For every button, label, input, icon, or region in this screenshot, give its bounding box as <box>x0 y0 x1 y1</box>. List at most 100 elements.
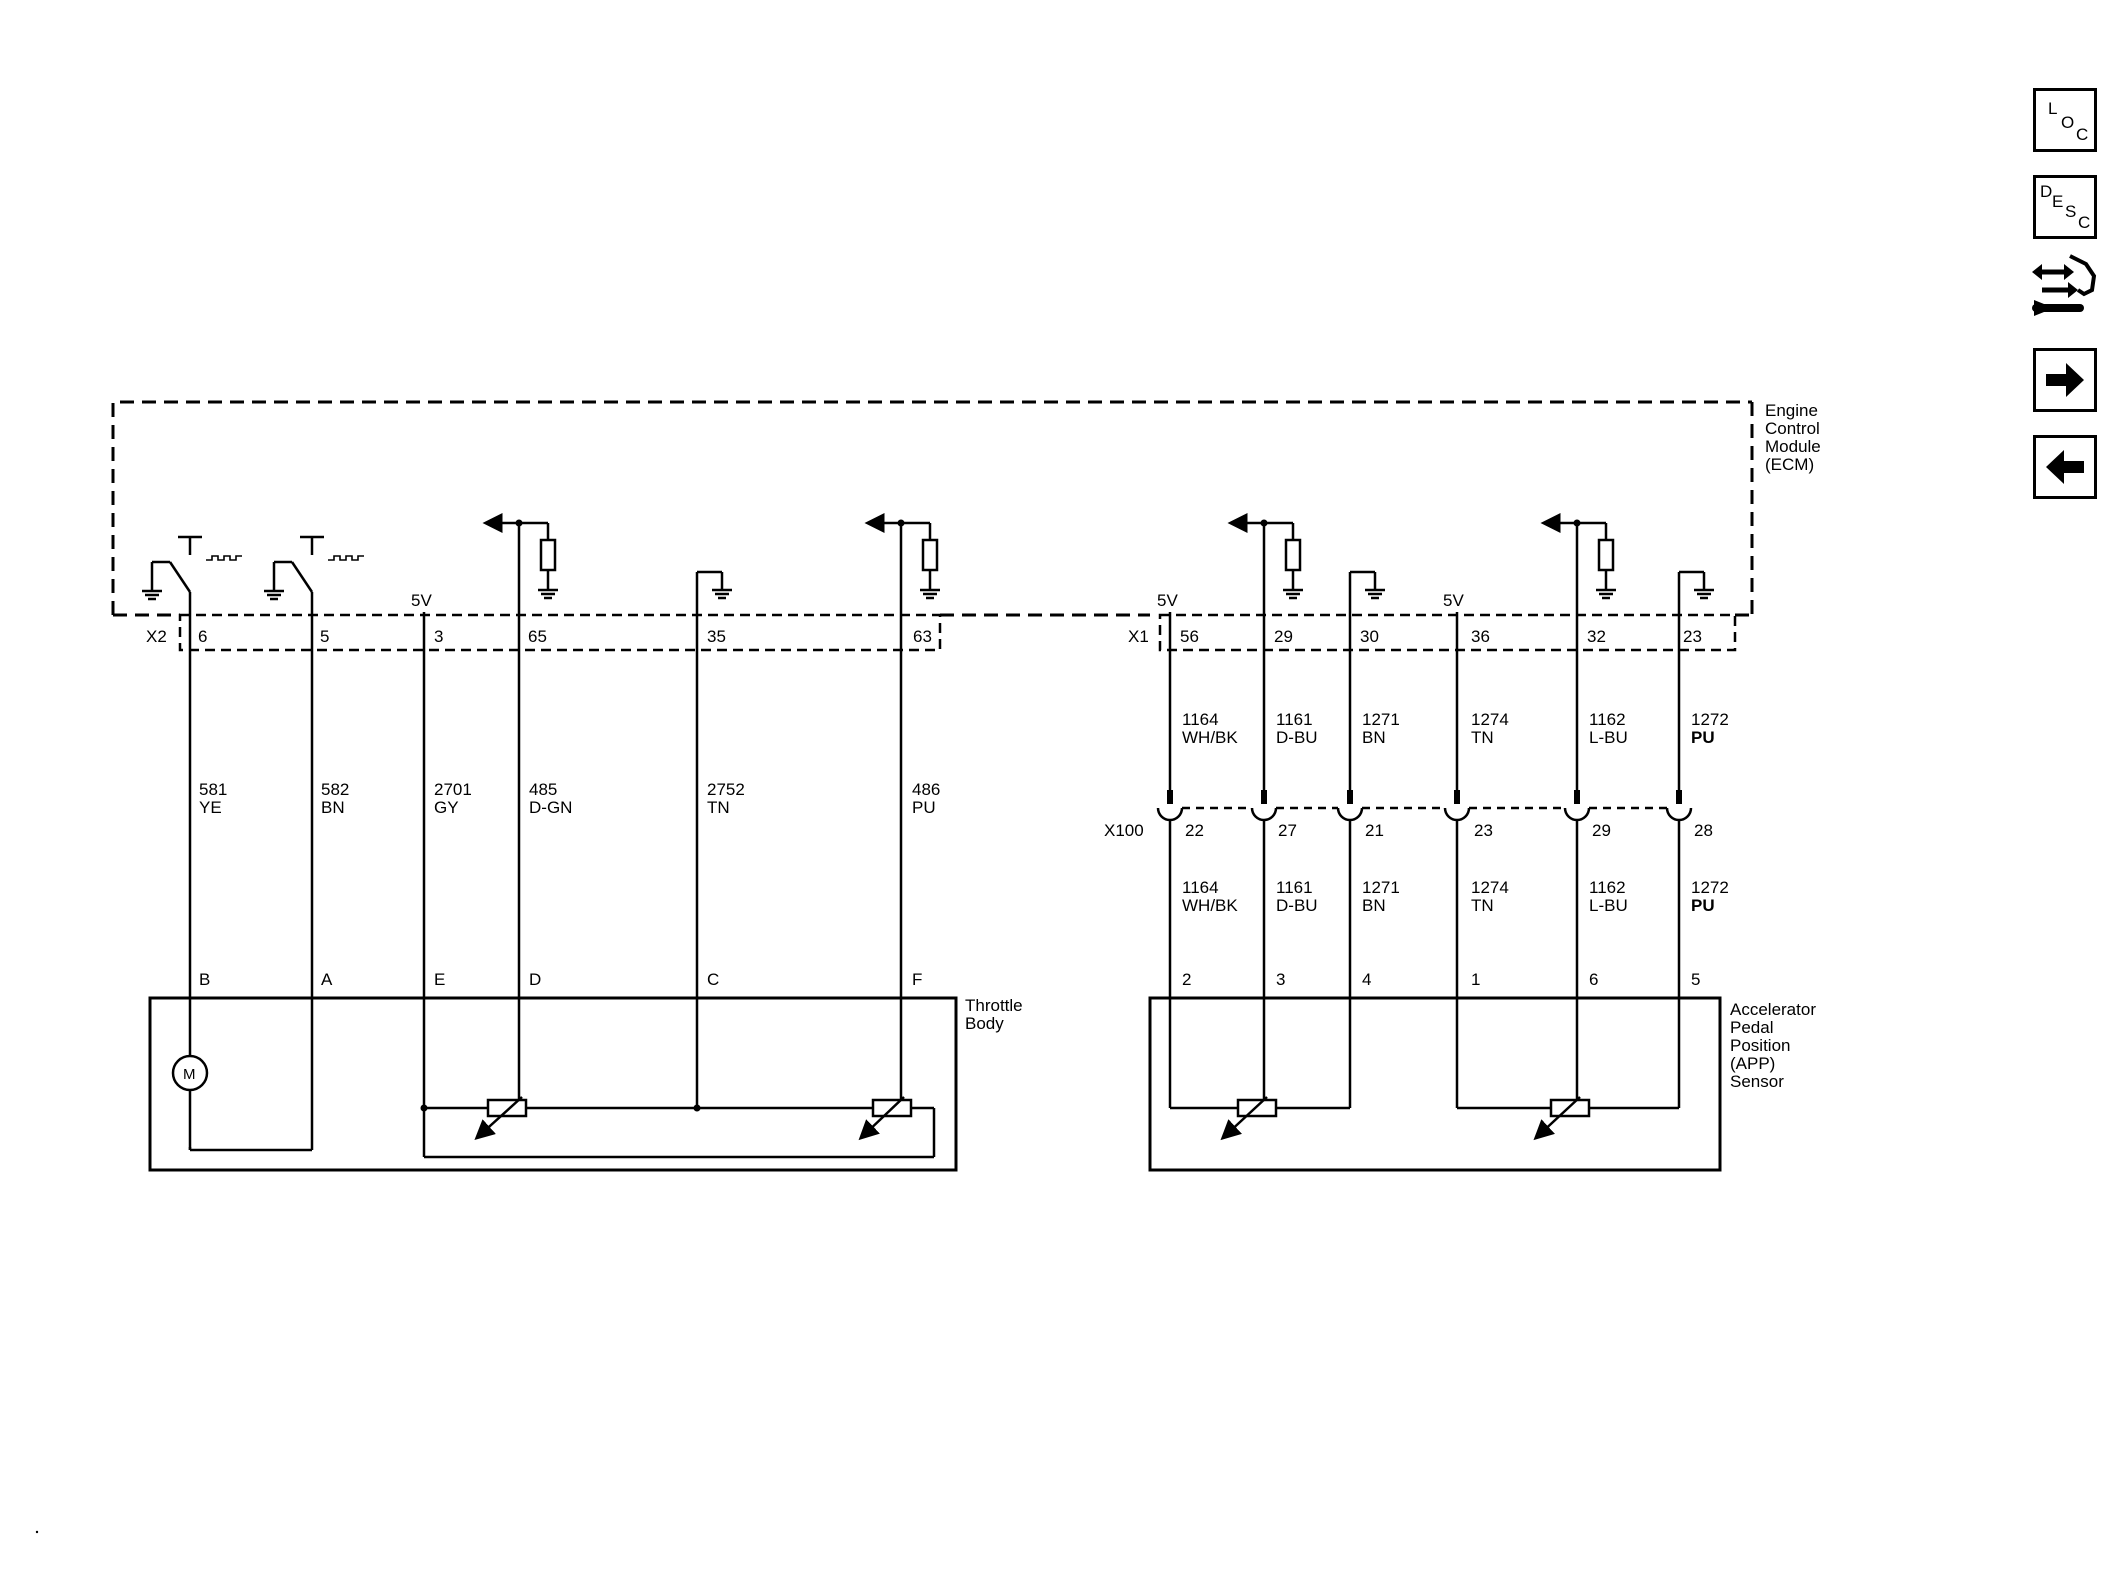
desc-letter-s: S <box>2065 202 2077 221</box>
ecm-name-4: (ECM) <box>1765 455 1814 474</box>
motor-driver-switch-1 <box>150 535 242 630</box>
x1-pin-36: 36 <box>1471 627 1490 646</box>
tb-wire-color-pu: PU <box>912 798 936 817</box>
x2-pin-6: 6 <box>198 627 207 646</box>
app-supply-label-1: 5V <box>1157 591 1178 610</box>
app-wire-color-dbu-upper: D-BU <box>1276 728 1318 747</box>
tb-wire-circuit-582: 582 <box>321 780 349 799</box>
tb-wires <box>188 523 903 1150</box>
app-wire-circuit-1272-upper: 1272 <box>1691 710 1729 729</box>
tb-supply-label: 5V <box>411 591 432 610</box>
x2-connector-outline <box>178 613 942 652</box>
app1-signal-circuit <box>1227 513 1302 584</box>
desc-letter-e: E <box>2052 192 2064 211</box>
app-wire-color-whbk-lower: WH/BK <box>1182 896 1238 915</box>
app-sensor-name-3: Position <box>1730 1036 1790 1055</box>
next-page-button[interactable] <box>2033 348 2097 412</box>
x2-pin-63: 63 <box>913 627 932 646</box>
app-low-references <box>1350 570 1706 584</box>
location-button[interactable]: L O C <box>2033 88 2097 152</box>
app-wire-circuit-1162-upper: 1162 <box>1589 710 1626 729</box>
tb-wire-color-bn: BN <box>321 798 345 817</box>
ecm-name-1: Engine <box>1765 401 1818 420</box>
app-sensor-box <box>1148 996 1722 1172</box>
description-button[interactable]: D E S C <box>2033 175 2097 239</box>
app-wire-circuit-1162-lower: 1162 <box>1589 878 1626 897</box>
tb-pin-a: A <box>321 970 333 989</box>
x100-inline-connector <box>1156 806 1693 822</box>
x1-pin-32: 32 <box>1587 627 1606 646</box>
tb-wire-color-gy: GY <box>434 798 459 817</box>
app-wire-circuit-1274-upper: 1274 <box>1471 710 1509 729</box>
app-sensor-name-4: (APP) <box>1730 1054 1775 1073</box>
app-wire-color-pu-lower: PU <box>1691 896 1715 915</box>
app-pin-6: 6 <box>1589 970 1598 989</box>
x1-pin-29: 29 <box>1274 627 1293 646</box>
x1-pin-56: 56 <box>1180 627 1199 646</box>
app-wire-circuit-1271-upper: 1271 <box>1362 710 1400 729</box>
app-pin-2: 2 <box>1182 970 1191 989</box>
x1-pin-30: 30 <box>1360 627 1379 646</box>
app-supply-label-2: 5V <box>1443 591 1464 610</box>
x2-pin-35: 35 <box>707 627 726 646</box>
tb-wire-color-ye: YE <box>199 798 222 817</box>
x100-pin-29: 29 <box>1592 821 1611 840</box>
app-wire-color-pu-upper: PU <box>1691 728 1715 747</box>
app-wire-color-tn-lower: TN <box>1471 896 1494 915</box>
motor-driver-switch-2 <box>272 535 364 630</box>
x2-pin-5: 5 <box>320 627 329 646</box>
ecm-name-2: Control <box>1765 419 1820 438</box>
tb-wire-color-tn: TN <box>707 798 730 817</box>
tps1-signal-circuit <box>482 513 557 584</box>
app-wire-color-bn-upper: BN <box>1362 728 1386 747</box>
desc-letter-c: C <box>2078 213 2091 232</box>
x100-pin-28: 28 <box>1694 821 1713 840</box>
connector-tool-button[interactable] <box>2030 250 2102 330</box>
x1-connector-outline <box>1158 613 1737 652</box>
x100-pin-21: 21 <box>1365 821 1384 840</box>
ecm-name-3: Module <box>1765 437 1821 456</box>
app-pin-1: 1 <box>1471 970 1480 989</box>
tb-wire-circuit-2752: 2752 <box>707 780 745 799</box>
previous-page-button[interactable] <box>2033 435 2097 499</box>
x2-connector-label: X2 <box>146 627 167 646</box>
x100-connector-label: X100 <box>1104 821 1144 840</box>
arrow-right-icon <box>2046 363 2084 397</box>
x100-pin-23: 23 <box>1474 821 1493 840</box>
app-wire-color-lbu-lower: L-BU <box>1589 896 1628 915</box>
tb-pin-b: B <box>199 970 210 989</box>
tb-wire-circuit-581: 581 <box>199 780 227 799</box>
app-wire-color-dbu-lower: D-BU <box>1276 896 1318 915</box>
tb-pin-e: E <box>434 970 445 989</box>
app-pin-5: 5 <box>1691 970 1700 989</box>
app-pin-3: 3 <box>1276 970 1285 989</box>
motor-label: M <box>183 1066 196 1083</box>
app-sensor-name-1: Accelerator <box>1730 1000 1816 1019</box>
tb-wire-circuit-2701: 2701 <box>434 780 472 799</box>
x100-pin-27: 27 <box>1278 821 1297 840</box>
app-wire-color-lbu-upper: L-BU <box>1589 728 1628 747</box>
x1-connector-label: X1 <box>1128 627 1149 646</box>
x100-pin-22: 22 <box>1185 821 1204 840</box>
app-wires-upper <box>1168 523 1681 800</box>
app-wire-circuit-1271-lower: 1271 <box>1362 878 1400 897</box>
app-wire-circuit-1272-lower: 1272 <box>1691 878 1729 897</box>
app-wire-color-whbk-upper: WH/BK <box>1182 728 1238 747</box>
app-wire-circuit-1164-lower: 1164 <box>1182 878 1219 897</box>
x2-pin-3: 3 <box>434 627 443 646</box>
app-wire-circuit-1161-upper: 1161 <box>1276 710 1313 729</box>
throttle-body-box <box>148 996 958 1172</box>
app-sensor-name-2: Pedal <box>1730 1018 1773 1037</box>
loc-letter-o: O <box>2061 113 2075 132</box>
desc-letter-d: D <box>2040 182 2053 201</box>
ecm-boundary <box>111 400 1754 617</box>
app-pin-4: 4 <box>1362 970 1371 989</box>
tb-wire-circuit-486: 486 <box>912 780 940 799</box>
loc-letter-c: C <box>2076 125 2089 144</box>
app-wire-circuit-1161-lower: 1161 <box>1276 878 1313 897</box>
tps2-signal-circuit <box>864 513 939 584</box>
app2-signal-circuit <box>1540 513 1615 584</box>
tb-wire-color-dgn: D-GN <box>529 798 572 817</box>
app-wire-circuit-1164-upper: 1164 <box>1182 710 1219 729</box>
